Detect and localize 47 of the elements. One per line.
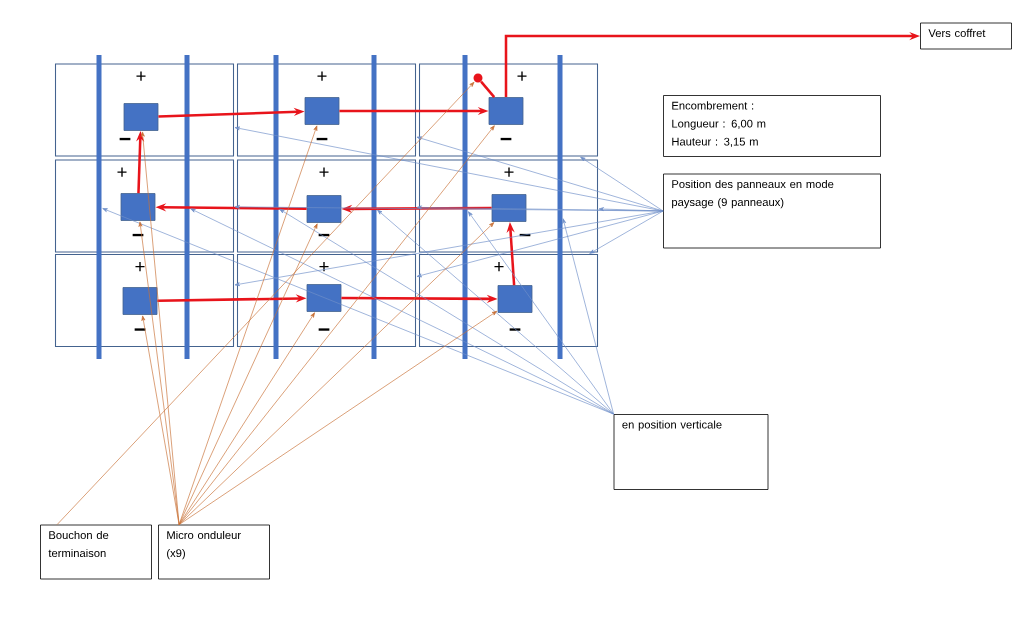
microinverter xyxy=(304,97,340,125)
end-cap xyxy=(473,73,483,83)
text-box: Micro onduleur (x9) xyxy=(158,524,270,580)
leader-line xyxy=(598,207,664,212)
microinverter xyxy=(497,285,533,313)
leader-line xyxy=(589,210,664,254)
microinverter xyxy=(491,194,527,222)
microinverter xyxy=(306,195,342,223)
solar-panel: + − xyxy=(236,253,417,348)
leader-line xyxy=(468,211,614,415)
leader-line xyxy=(279,208,614,415)
mounting-rail xyxy=(96,55,102,359)
leader-line xyxy=(178,223,318,525)
leader-line xyxy=(178,310,498,525)
solar-panel: + − xyxy=(54,63,235,157)
cable-line xyxy=(480,80,496,98)
leader-line xyxy=(562,218,614,415)
microinverter xyxy=(306,284,342,312)
leader-line xyxy=(141,315,180,525)
leader-line xyxy=(56,81,475,525)
mounting-rail xyxy=(371,55,377,359)
solar-panel: + − xyxy=(236,159,417,253)
mounting-rail xyxy=(184,55,190,359)
leader-line xyxy=(178,312,315,525)
solar-panel: + − xyxy=(418,253,599,348)
text-box: Vers coffret xyxy=(920,22,1012,50)
mounting-rail xyxy=(462,55,468,359)
leader-line xyxy=(102,208,614,415)
solar-panel: + − xyxy=(418,159,599,253)
text-box: en position verticale xyxy=(613,414,769,490)
mounting-rail xyxy=(273,55,279,359)
solar-panel: + − xyxy=(54,159,235,253)
mounting-rail xyxy=(557,55,563,359)
microinverter xyxy=(122,287,158,315)
text-box: Position des panneaux en mode paysage (9 panneaux) xyxy=(663,173,881,249)
microinverter xyxy=(123,103,159,131)
leader-line xyxy=(580,156,664,212)
text-box: Bouchon de terminaison xyxy=(40,524,152,580)
solar-panel: + − xyxy=(236,63,417,157)
solar-panel: + − xyxy=(54,253,235,348)
text-box: Encombrement : Longueur : 6,00 m Hauteur : 3,15 m xyxy=(663,95,881,157)
solar-panel: + − xyxy=(418,63,599,157)
leader-line xyxy=(377,209,614,415)
leader-line xyxy=(416,210,664,278)
microinverter xyxy=(488,97,524,125)
leader-line xyxy=(178,125,318,525)
microinverter xyxy=(120,193,156,221)
